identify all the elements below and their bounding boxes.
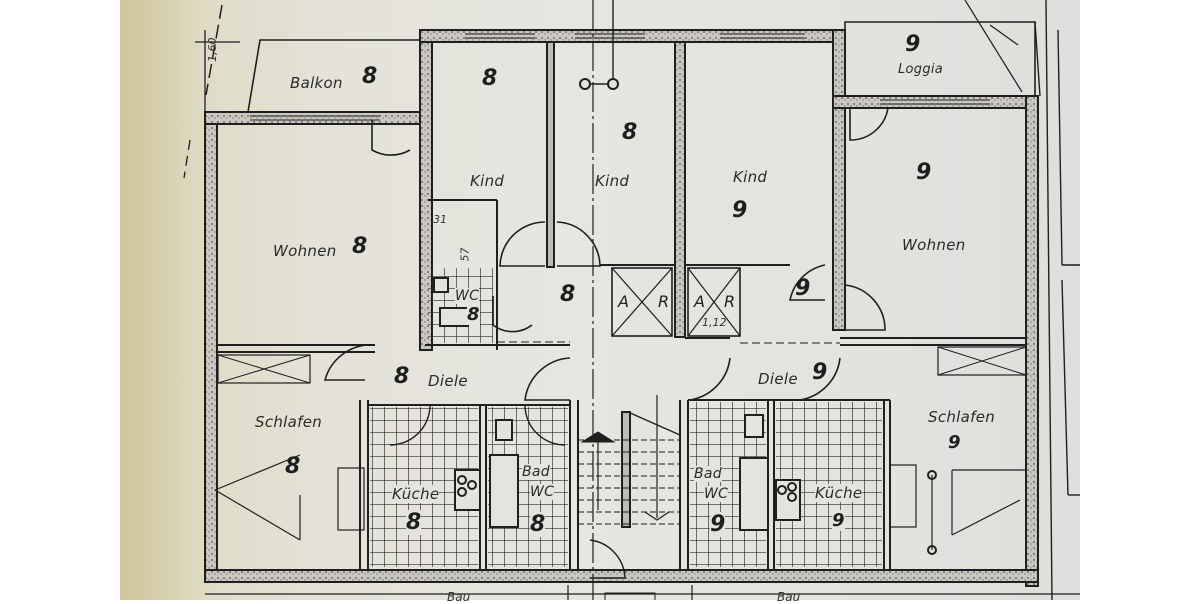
room-number-wohnen-8: 8	[352, 234, 368, 259]
room-number-kueche-8: 8	[406, 510, 422, 535]
room-label-bad-wc-9: WC	[704, 486, 729, 502]
room-label-balkon: Balkon	[290, 74, 343, 92]
room-label-diele-8: Diele	[428, 372, 468, 390]
room-label-bad-9: Bad	[694, 466, 722, 482]
room-label-diele-9: Diele	[758, 370, 798, 388]
room-number-bad-9: 9	[710, 512, 726, 537]
room-number-wohnen-9: 9	[916, 160, 932, 185]
bottom-label-right: Bau	[777, 590, 801, 604]
shaft-2-a: A	[694, 292, 705, 311]
room-number-flur-8: 8	[560, 282, 576, 307]
bottom-label-left: Bau	[447, 590, 471, 604]
room-number-loggia: 9	[905, 32, 921, 57]
room-number-diele-8: 8	[394, 364, 410, 389]
shaft-1-a: A	[618, 292, 629, 311]
room-number-balkon: 8	[362, 64, 378, 89]
room-label-kueche-9: Küche	[815, 484, 863, 502]
room-number-flur-9: 9	[795, 276, 811, 301]
room-label-kind-2: Kind	[595, 172, 630, 190]
room-number-wc: 8	[467, 304, 480, 325]
room-label-schlafen-9: Schlafen	[928, 408, 996, 426]
room-number-kind-2: 8	[622, 120, 638, 145]
room-label-wohnen-9: Wohnen	[902, 236, 966, 254]
room-number-schlafen-8: 8	[285, 454, 301, 479]
room-label-kind-1: Kind	[470, 172, 505, 190]
room-number-kueche-9: 9	[832, 510, 845, 531]
dimension-wc-a: 31	[433, 213, 447, 226]
room-label-wc: WC	[455, 288, 480, 304]
shaft-2-r: R	[724, 292, 736, 311]
shaft-1-r: R	[658, 292, 670, 311]
room-label-schlafen-8: Schlafen	[255, 413, 323, 431]
room-label-loggia: Loggia	[898, 62, 944, 77]
room-number-diele-9: 9	[812, 360, 828, 385]
room-label-kind-9: Kind	[733, 168, 768, 186]
room-label-bad-wc-8: WC	[530, 484, 555, 500]
dimension-left: 1,60	[206, 37, 219, 63]
room-label-bad-8: Bad	[522, 464, 550, 480]
dimension-shaft: 1,12	[702, 316, 727, 329]
dimension-wc-b: 57	[458, 247, 472, 262]
room-label-wohnen-8: Wohnen	[273, 242, 337, 260]
room-number-bad-8: 8	[530, 512, 546, 537]
room-number-schlafen-9: 9	[948, 432, 961, 453]
room-number-kind-9: 9	[732, 198, 748, 223]
room-label-kueche-8: Küche	[392, 485, 440, 503]
room-number-kind-1: 8	[482, 66, 498, 91]
